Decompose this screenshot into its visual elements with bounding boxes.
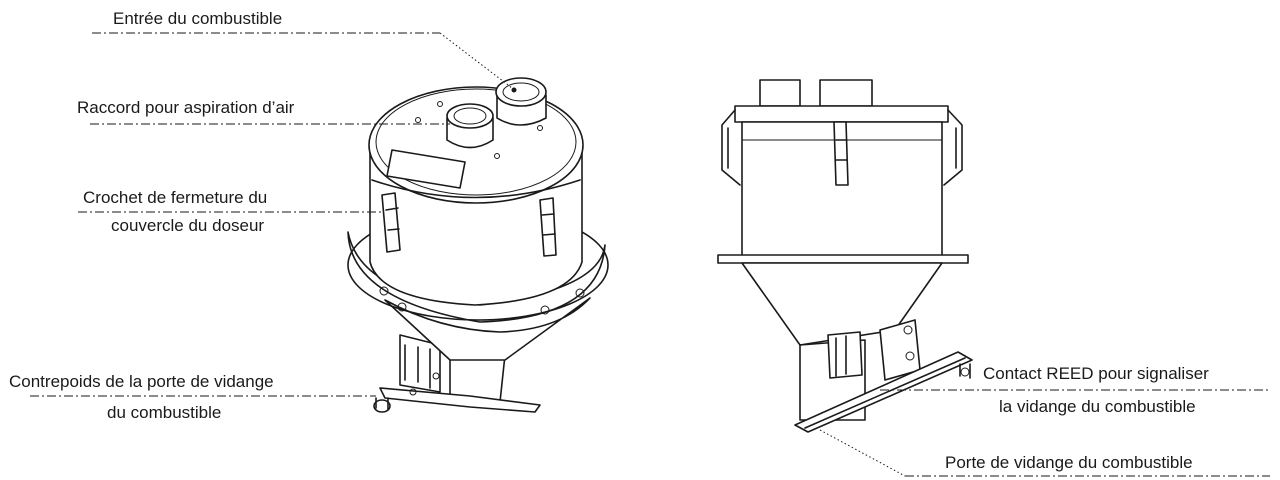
label-counterweight-line2: du combustible bbox=[107, 403, 222, 422]
left-inlet-pipe bbox=[495, 77, 547, 126]
left-lid-plate bbox=[386, 149, 466, 189]
label-reed-line1: Contact REED pour signaliser bbox=[983, 364, 1209, 383]
right-pipe-right bbox=[819, 79, 873, 107]
label-fuel-inlet: Entrée du combustible bbox=[113, 9, 283, 28]
right-linkage bbox=[827, 319, 921, 381]
right-center-hook bbox=[833, 121, 849, 186]
left-cone bbox=[384, 297, 591, 361]
right-flange bbox=[717, 254, 969, 264]
left-hook-right bbox=[539, 197, 557, 257]
label-lid-hook-line1: Crochet de fermeture du bbox=[83, 188, 268, 207]
right-bracket-left bbox=[721, 109, 741, 186]
right-lid bbox=[734, 105, 949, 123]
label-lid-hook-line2: couvercle du doseur bbox=[111, 216, 265, 235]
label-counterweight-line1: Contrepoids de la porte de vidange bbox=[9, 372, 274, 391]
right-bracket-right bbox=[943, 109, 963, 186]
left-loader-view bbox=[347, 77, 609, 413]
left-hook-left bbox=[381, 192, 401, 253]
left-suction-pipe bbox=[446, 103, 494, 149]
leader-lines bbox=[30, 32, 1270, 477]
right-drain-door bbox=[794, 351, 973, 433]
left-discharge-assembly bbox=[373, 334, 541, 413]
right-pipe-left bbox=[759, 79, 801, 107]
label-drain-door: Porte de vidange du combustible bbox=[945, 453, 1193, 472]
label-air-suction: Raccord pour aspiration d’air bbox=[77, 98, 295, 117]
right-loader-view bbox=[717, 79, 973, 433]
label-reed-line2: la vidange du combustible bbox=[999, 397, 1196, 416]
